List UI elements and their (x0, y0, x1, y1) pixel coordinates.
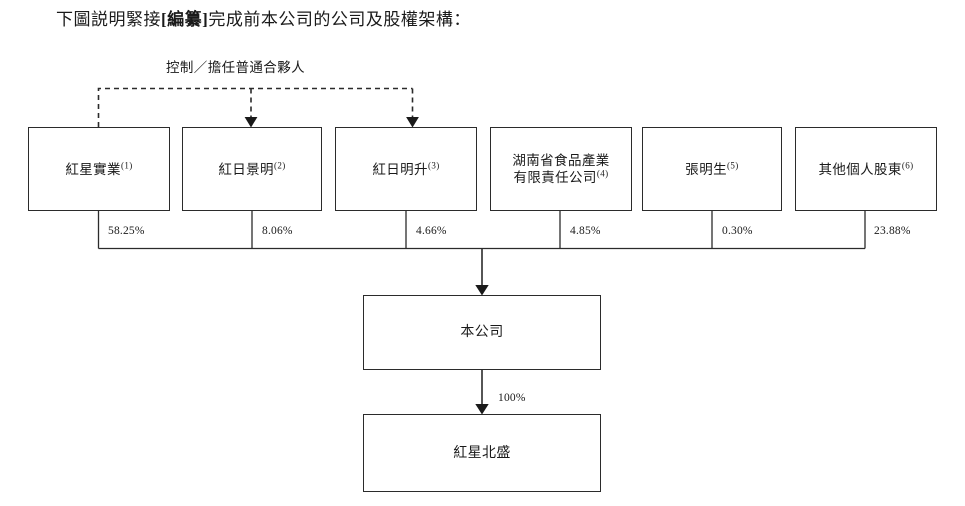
shareholder-label: 紅星實業(1) (61, 161, 136, 178)
shareholder-name-line2: 有限責任公司 (513, 170, 597, 185)
shareholder-label: 紅日景明(2) (214, 161, 289, 178)
ownership-percent-hongri-mingsheng: 4.66% (416, 225, 447, 237)
shareholder-name: 紅日景明 (218, 161, 274, 177)
intro-prefix: 下圖説明緊接 (56, 10, 161, 29)
shareholder-label: 紅日明升(3) (368, 161, 443, 178)
intro-bracket-term: [編纂] (161, 10, 209, 29)
shareholder-box-zhang-mingsheng[interactable]: 張明生(5) (642, 127, 782, 211)
company-box-ben-gongsi[interactable]: 本公司 (363, 295, 601, 370)
shareholder-name: 紅日明升 (372, 161, 428, 177)
shareholder-label: 張明生(5) (681, 161, 742, 178)
footnote-marker: (6) (901, 160, 914, 170)
shareholder-box-hongri-mingsheng[interactable]: 紅日明升(3) (335, 127, 477, 211)
shareholder-label: 湖南省食品產業有限責任公司(4) (508, 152, 613, 186)
footnote-marker: (2) (273, 160, 286, 170)
shareholder-box-other-individual-shareholders[interactable]: 其他個人股東(6) (795, 127, 937, 211)
subsidiary-box-hongxing-beisheng[interactable]: 紅星北盛 (363, 414, 601, 492)
page-intro-text: 下圖説明緊接[編纂]完成前本公司的公司及股權架構： (56, 8, 471, 32)
control-relationship-caption: 控制／擔任普通合夥人 (166, 60, 305, 75)
dashed-control-connector (97, 87, 414, 127)
arrow-company-to-subsidiary (475, 370, 489, 415)
footnote-marker: (3) (427, 160, 440, 170)
shareholder-box-hongri-jingming[interactable]: 紅日景明(2) (182, 127, 322, 211)
footnote-marker: (5) (727, 160, 739, 170)
arrow-bracket-to-company (475, 248, 489, 296)
footnote-marker: (4) (596, 168, 609, 179)
ownership-percent-hongxing-shiye: 58.25% (108, 225, 145, 237)
company-label: 本公司 (460, 325, 504, 340)
subsidiary-label: 紅星北盛 (453, 445, 511, 461)
shareholder-name: 其他個人股東 (818, 161, 902, 177)
ownership-percent-hongri-jingming: 8.06% (262, 225, 293, 237)
intro-suffix: 完成前本公司的公司及股權架構： (208, 10, 471, 29)
shareholder-name-line1: 湖南省食品產業 (512, 153, 610, 168)
shareholder-label: 其他個人股東(6) (814, 161, 917, 178)
dashed-arrowhead-to-box2 (244, 117, 258, 128)
ownership-percent-hunan-food-industry: 4.85% (570, 225, 601, 237)
ownership-percent-other-individual-shareholders: 23.88% (874, 225, 911, 237)
shareholder-name: 紅星實業 (65, 161, 121, 177)
shareholder-name: 張明生 (685, 161, 727, 177)
dashed-arrowhead-to-box3 (406, 117, 419, 128)
shareholder-box-hongxing-shiye[interactable]: 紅星實業(1) (28, 127, 170, 211)
shareholder-box-hunan-food-industry[interactable]: 湖南省食品產業有限責任公司(4) (490, 127, 632, 211)
ownership-percent-zhang-mingsheng: 0.30% (722, 225, 753, 237)
ownership-percent-subsidiary: 100% (498, 392, 526, 404)
footnote-marker: (1) (120, 160, 133, 170)
